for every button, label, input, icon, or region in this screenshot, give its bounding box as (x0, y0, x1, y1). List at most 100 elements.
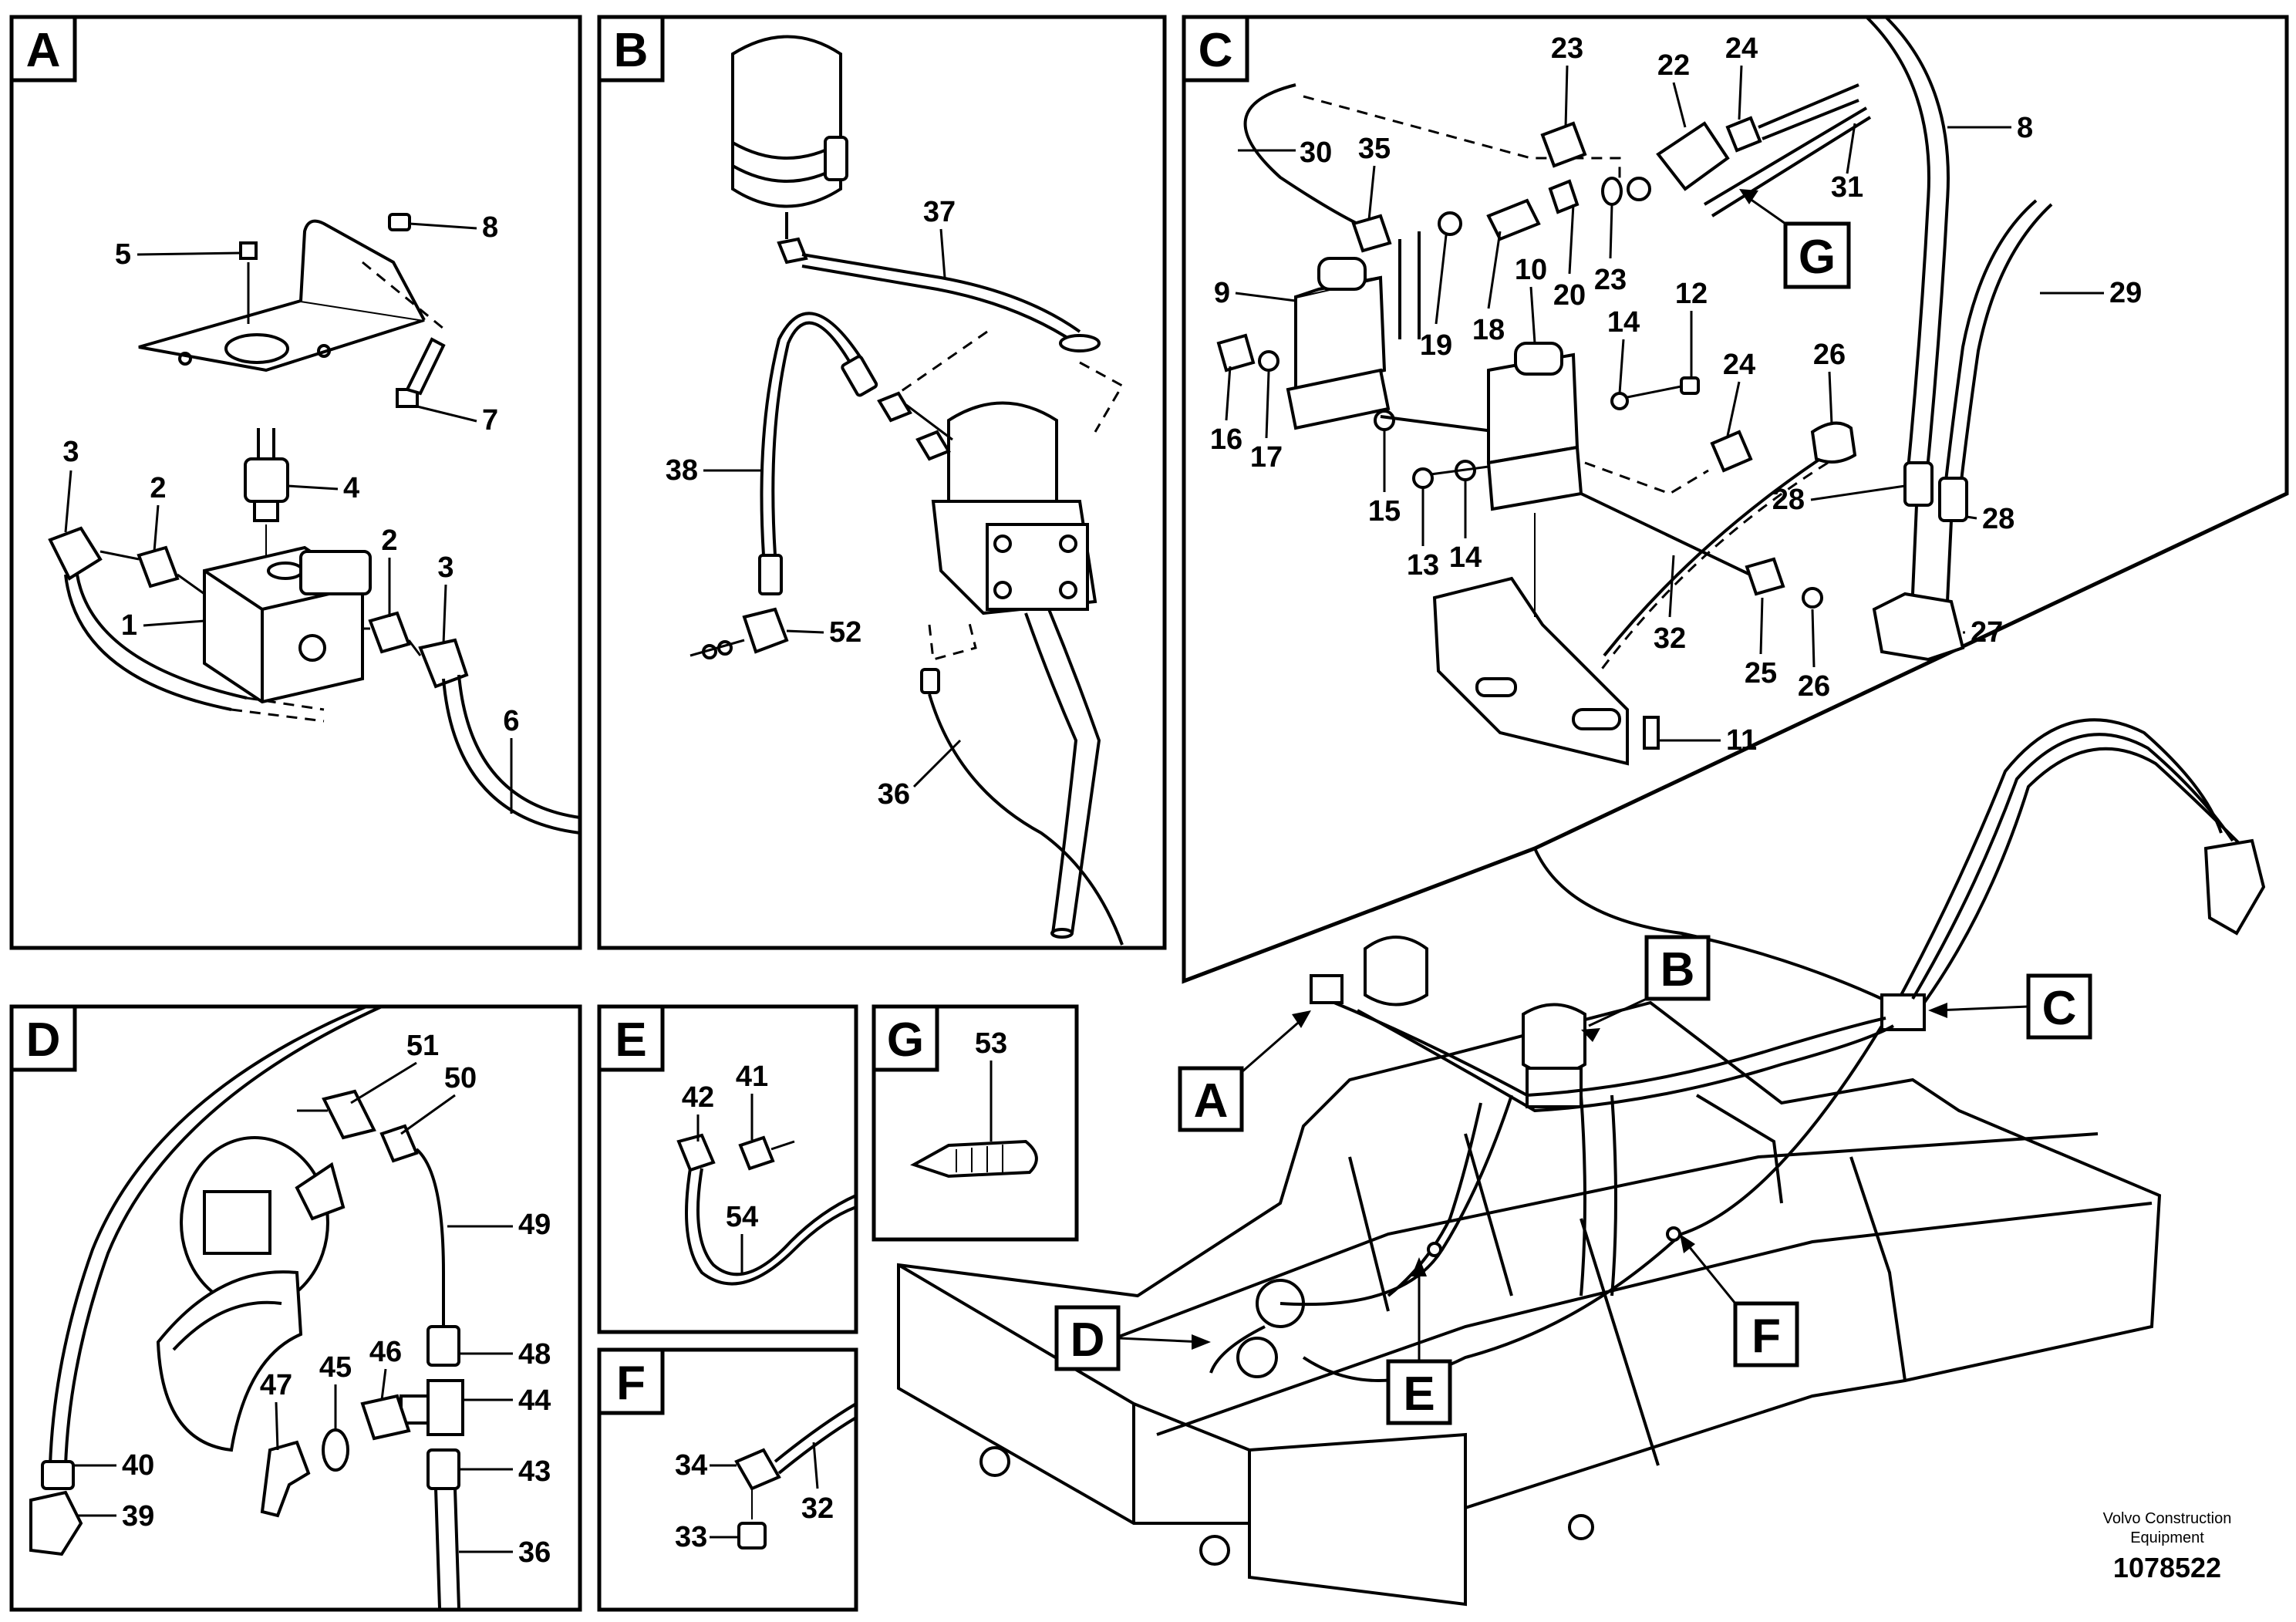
hose-29 (1942, 199, 2038, 502)
callout-49: 49 (518, 1209, 551, 1241)
fitting-right (368, 611, 411, 654)
hose-8 (442, 678, 581, 835)
detail-tag-g-c (1783, 221, 1851, 289)
detail-tag-b[interactable] (1644, 935, 1711, 1001)
svg-text:F: F (1752, 1310, 1781, 1363)
panel-a-frame (9, 15, 582, 950)
hose-30 (1243, 83, 1358, 225)
callout-17: 17 (1250, 441, 1283, 474)
panel-d: D 51 50 49 48 (9, 1004, 582, 1612)
callout-14-bottom: 14 (1449, 541, 1482, 574)
callout-26: 26 (1798, 670, 1830, 703)
fitting-28-right (1938, 477, 1968, 522)
document-number: 1078522 (2113, 1552, 2221, 1583)
callout-24-top: 24 (1723, 349, 1755, 381)
callout-46: 46 (369, 1336, 402, 1368)
callout-43: 43 (518, 1455, 551, 1488)
connector-21 (1656, 121, 1730, 191)
fitting-24-top (1710, 430, 1753, 473)
callout-9: 9 (1214, 277, 1230, 309)
panel-b-tag-box (597, 15, 665, 83)
callout-23-left: 23 (1551, 32, 1583, 65)
detail-tag-a[interactable] (1178, 1066, 1244, 1132)
elbow-52 (742, 607, 789, 654)
callout-2-right: 2 (381, 524, 397, 557)
callout-44: 44 (518, 1384, 551, 1417)
horn-bell (156, 1270, 303, 1452)
tie-g (1703, 106, 1872, 218)
hose-40 (49, 1005, 367, 1466)
detail-tag-f[interactable] (1733, 1301, 1799, 1367)
callout-52: 52 (829, 616, 861, 649)
callout-14-top: 14 (1607, 306, 1640, 339)
fitting-18 (1486, 198, 1541, 241)
callout-15: 15 (1368, 495, 1401, 528)
fitting-28-left (1903, 461, 1934, 507)
panel-a: A (9, 15, 582, 950)
callout-41: 41 (736, 1061, 768, 1093)
hose-31 (1758, 83, 1859, 140)
fitting-23-left (1540, 121, 1587, 168)
callout-28-right: 28 (1982, 503, 2014, 535)
callout-53: 53 (975, 1027, 1007, 1060)
panel-a-tag-box (9, 15, 77, 83)
svg-text:C: C (2042, 982, 2077, 1035)
svg-text:G: G (1799, 231, 1836, 284)
callout-32-c: 32 (1654, 622, 1686, 655)
panel-g-label: G (887, 1013, 924, 1067)
callout-28-left: 28 (1772, 484, 1805, 516)
elbow-39 (29, 1490, 83, 1556)
harness-right (1900, 718, 2223, 996)
callout-21: 22 (1657, 49, 1690, 82)
callout-16: 16 (1210, 423, 1242, 456)
callout-23-right: 24 (1725, 32, 1758, 65)
callout-54: 54 (726, 1201, 758, 1233)
callout-19: 19 (1420, 329, 1452, 362)
branding: Volvo Construction Equipment 1078522 (2103, 1510, 2232, 1583)
hose-8-c (1865, 15, 1930, 502)
callout-8-c: 8 (2017, 112, 2033, 144)
plug-16 (1216, 333, 1256, 373)
svg-text:D: D (1070, 1313, 1105, 1367)
callout-10: 10 (1515, 254, 1547, 286)
callout-8: 6 (503, 705, 519, 737)
callout-24-bottom: 25 (1745, 657, 1777, 690)
callout-48: 48 (518, 1338, 551, 1371)
callout-3-left: 3 (62, 436, 79, 468)
horn-plate (203, 1190, 271, 1255)
svg-text:E: E (1403, 1367, 1435, 1421)
fitting-left (137, 545, 180, 588)
machine-canister-lower (1522, 1003, 1586, 1076)
panel-c: C (1182, 15, 2289, 984)
panel-d-tag-box (9, 1004, 77, 1072)
bracket-c (1432, 576, 1629, 766)
callout-11: 11 (1726, 724, 1757, 757)
callout-36-d: 36 (518, 1536, 551, 1569)
fitting-24-bottom (1745, 557, 1785, 596)
svg-text:A: A (1194, 1074, 1229, 1128)
callout-51: 51 (406, 1030, 439, 1062)
callout-12: 12 (1675, 278, 1708, 310)
frame-outline (897, 1000, 2162, 1607)
hose-left (64, 574, 232, 711)
detail-tag-e[interactable] (1386, 1359, 1452, 1425)
connector-50 (379, 1124, 419, 1163)
bracket-upright (299, 219, 426, 321)
fitting-46 (360, 1394, 411, 1441)
callout-50: 50 (444, 1062, 477, 1094)
elbow-34 (734, 1448, 781, 1491)
fitting-33 (737, 1522, 767, 1549)
callout-36: 36 (878, 778, 910, 811)
callout-18: 18 (1472, 314, 1505, 346)
machine-canister-upper (1364, 936, 1428, 1007)
brand-line-2: Equipment (2130, 1529, 2204, 1546)
tee-27 (1872, 592, 1965, 662)
callout-34: 34 (675, 1449, 707, 1482)
panel-d-label: D (26, 1013, 61, 1067)
cable-tie-53 (910, 1139, 1038, 1179)
harness-top (1533, 848, 1883, 1000)
hose-36-d (434, 1488, 460, 1609)
callout-33: 33 (675, 1521, 707, 1553)
callout-5: 5 (115, 238, 131, 271)
